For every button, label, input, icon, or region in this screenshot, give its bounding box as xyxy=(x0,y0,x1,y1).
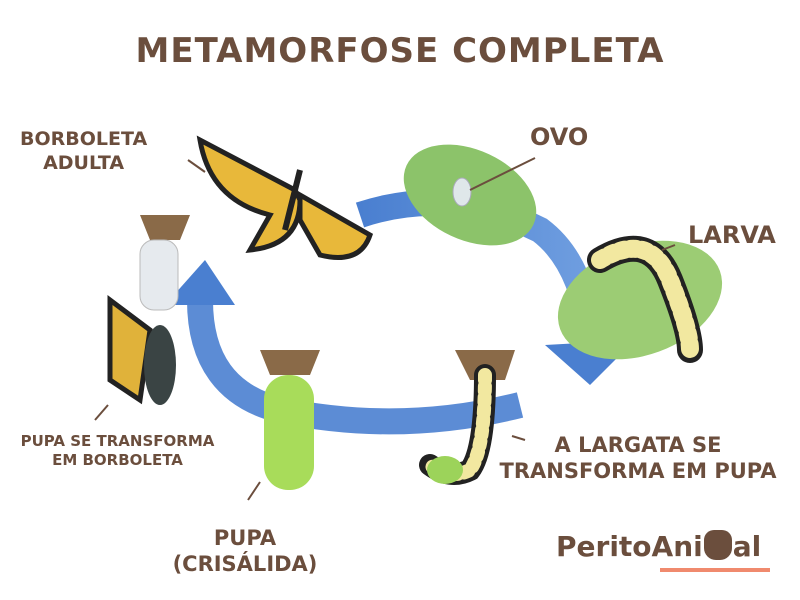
logo-text: Perito xyxy=(556,530,652,563)
label-larva-to-pupa: A LARGATA SE TRANSFORMA EM PUPA xyxy=(488,432,788,485)
pointer-lines xyxy=(94,157,676,501)
cat-icon xyxy=(703,530,732,560)
leaf-egg-icon xyxy=(403,144,537,246)
emerging-butterfly-icon xyxy=(107,215,190,405)
logo-underline xyxy=(660,568,770,572)
label-line: EM BORBOLETA xyxy=(52,450,183,469)
label-line: PUPA xyxy=(213,526,277,550)
label-line: ADULTA xyxy=(43,151,125,174)
caterpillar-icon xyxy=(557,235,723,363)
cycle-arrow-bottom xyxy=(165,260,524,435)
label-line: PUPA SE TRANSFORMA xyxy=(20,432,215,450)
label-line: BORBOLETA xyxy=(20,128,148,150)
label-larva: LARVA xyxy=(688,221,776,249)
label-line: A LARGATA SE xyxy=(554,433,722,457)
label-line: (CRISÁLIDA) xyxy=(172,552,318,577)
label-egg: OVO xyxy=(530,123,589,151)
hanging-caterpillar-icon xyxy=(419,350,515,485)
label-pupa-to-butterfly: PUPA SE TRANSFORMA EM BORBOLETA xyxy=(5,432,230,470)
logo-text: al xyxy=(732,530,762,563)
label-pupa: PUPA (CRISÁLIDA) xyxy=(160,525,330,578)
page-title: METAMORFOSE COMPLETA xyxy=(135,31,665,71)
chrysalis-icon xyxy=(260,350,320,490)
logo-text: Ani xyxy=(651,530,703,563)
butterfly-icon xyxy=(196,135,374,260)
label-line: TRANSFORMA EM PUPA xyxy=(499,459,777,484)
label-adult-butterfly: BORBOLETA ADULTA xyxy=(20,128,147,176)
